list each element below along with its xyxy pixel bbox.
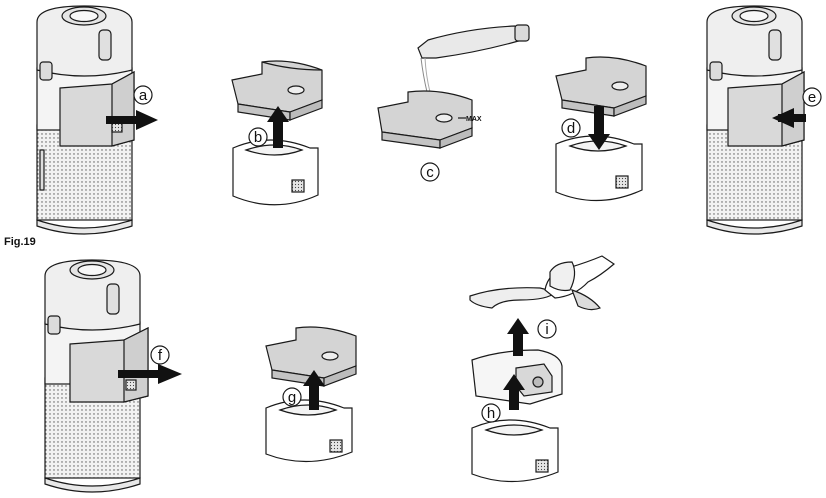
purifier-step-f: f <box>45 260 182 492</box>
purifier-step-e: e <box>707 6 821 234</box>
step-label-e: e <box>808 89 816 106</box>
step-label-c: c <box>426 164 434 181</box>
tank-fill-step-c: MAX c <box>378 25 529 181</box>
step-label-b: b <box>254 129 262 146</box>
tank-insert-step-d: d <box>556 57 646 201</box>
purifier-step-a: a <box>37 6 158 234</box>
tank-lift-step-b: b <box>232 61 322 205</box>
step-label-g: g <box>288 389 296 406</box>
max-level-mark: MAX <box>466 116 482 123</box>
tank-lift-step-g: g <box>266 327 356 462</box>
step-label-d: d <box>567 120 575 137</box>
step-label-h: h <box>487 405 495 422</box>
step-label-i: i <box>545 321 548 338</box>
tank-clean-steps-h-i: h i <box>470 256 614 482</box>
step-label-a: a <box>139 87 148 104</box>
